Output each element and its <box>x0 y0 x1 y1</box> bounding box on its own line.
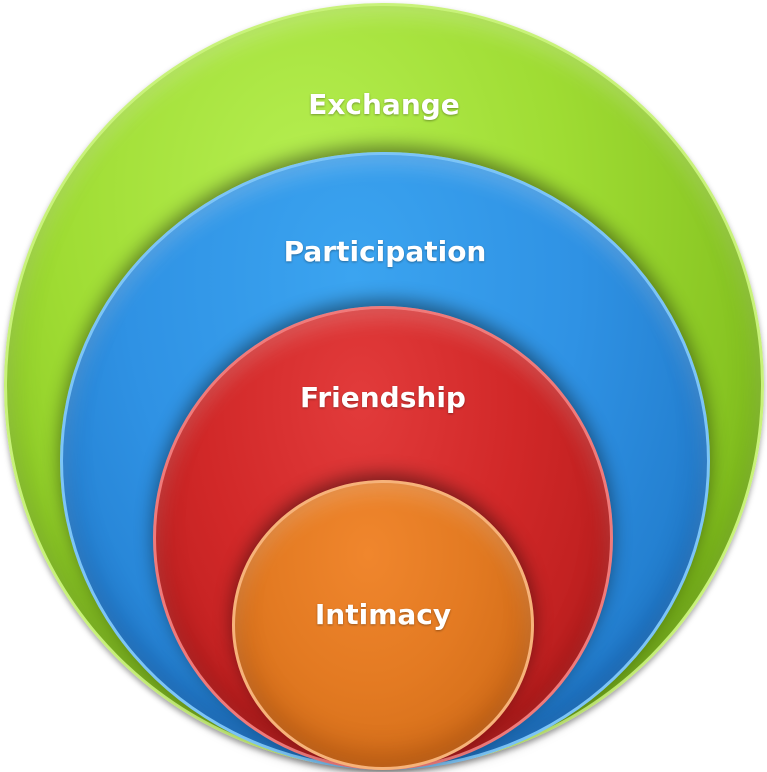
friendship-label: Friendship <box>300 381 466 414</box>
exchange-label: Exchange <box>308 88 460 121</box>
participation-label: Participation <box>283 235 487 268</box>
intimacy-circle: Intimacy <box>232 480 534 770</box>
intimacy-label: Intimacy <box>314 598 452 631</box>
